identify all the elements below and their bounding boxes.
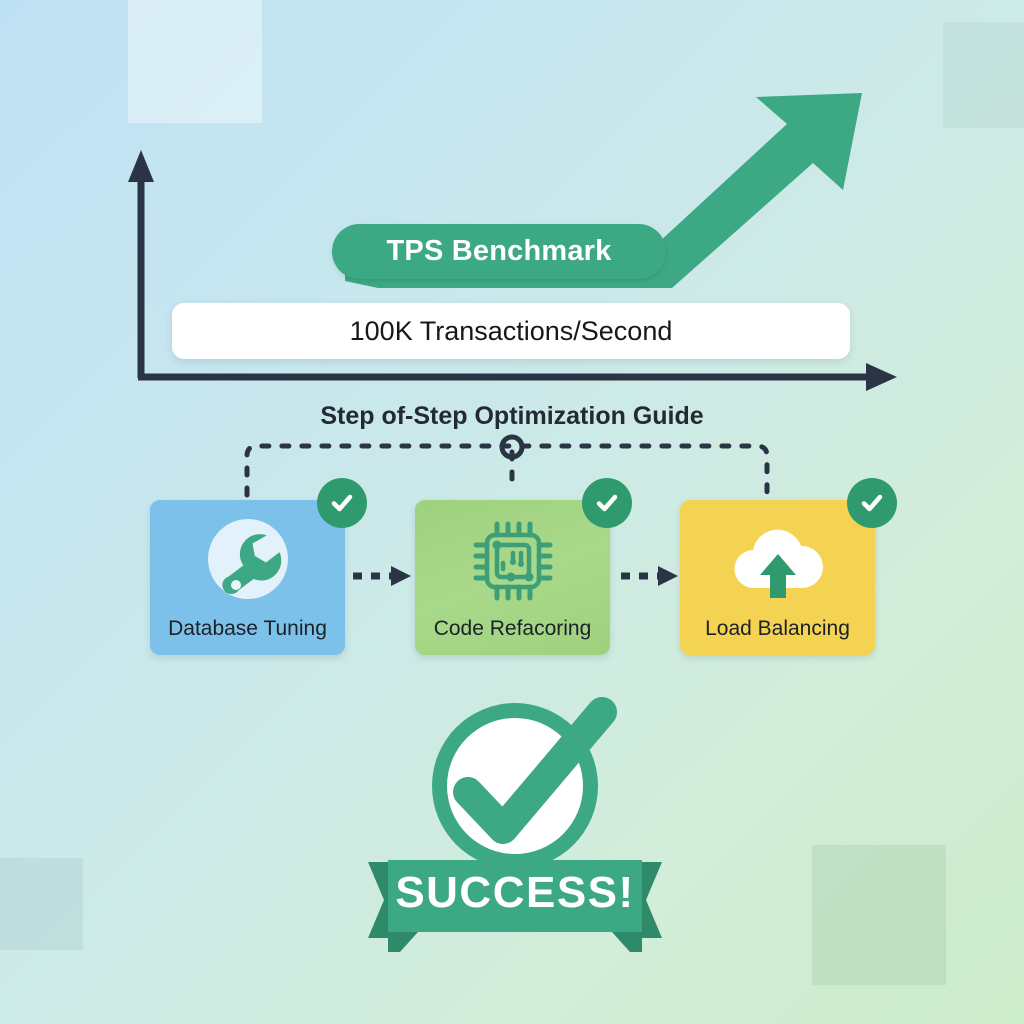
step-completed-check-icon [847,478,897,528]
success-label: SUCCESS! [395,868,635,917]
step-completed-check-icon [317,478,367,528]
step-card-database-tuning[interactable]: Database Tuning [150,478,367,655]
microchip-icon [415,514,610,608]
y-axis [128,150,154,378]
tps-benchmark-badge: TPS Benchmark [332,224,666,279]
throughput-metric-bar: 100K Transactions/Second [172,303,850,359]
cloud-upload-icon [680,514,875,608]
tps-benchmark-label: TPS Benchmark [386,235,612,267]
wrench-icon [150,514,345,608]
flow-arrow-1-to-2 [353,566,411,586]
step-completed-check-icon [582,478,632,528]
success-check-icon [432,697,617,869]
flow-arrow-2-to-3 [621,566,678,586]
step-card-label: Database Tuning [168,617,327,640]
step-card-label: Code Refacoring [433,617,592,640]
throughput-metric-value: 100K Transactions/Second [349,315,673,346]
step-card-load-balancing[interactable]: Load Balancing [680,478,897,655]
x-axis [138,363,897,391]
success-graphic [368,697,662,952]
success-banner: SUCCESS! [340,690,690,962]
guide-title: Step of-Step Optimization Guide [320,402,704,430]
step-card-code-refactoring[interactable]: Code Refacoring [415,478,632,655]
step-card-label: Load Balancing [705,617,850,640]
